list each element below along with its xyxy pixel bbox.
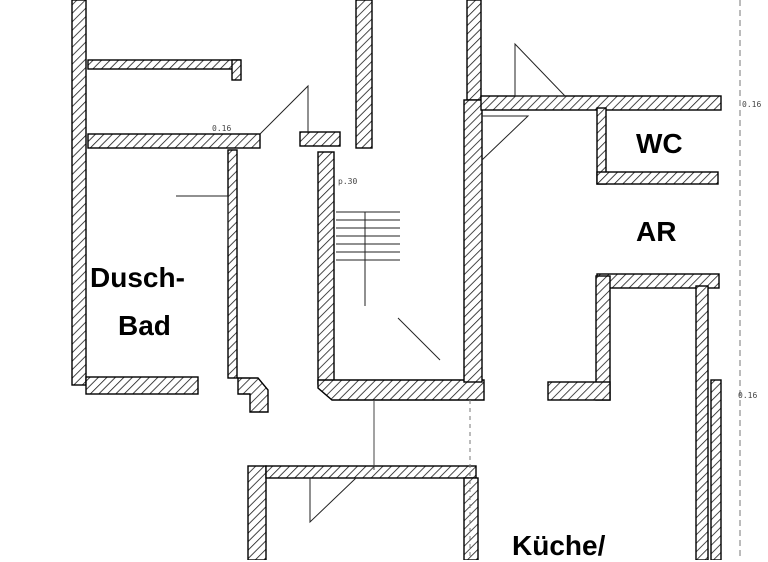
wall-bath-corner (237, 377, 269, 413)
room-label-dusch-bad-line1: Dusch- (90, 262, 185, 293)
wall-corridor-top (299, 131, 341, 147)
wall-upper-left-ledge-end (231, 59, 242, 81)
wall-right-outer-2 (710, 379, 722, 560)
door-swing-upper-left (259, 84, 309, 135)
room-label-wc: WC (636, 128, 683, 159)
wall-stair-bottom (317, 379, 485, 401)
room-label-dusch-bad-line2: Bad (118, 310, 171, 341)
dim-upper-left: 0.16 (212, 124, 231, 133)
wall-bath-right (227, 149, 238, 379)
room-label-kueche: Küche/ (512, 530, 606, 561)
wall-kitchen-ledge (547, 381, 611, 401)
dim-right-top: 0.16 (742, 100, 761, 109)
thin-lines (176, 0, 741, 560)
wall-upper-left-ledge (87, 59, 241, 70)
wall-right-outer (695, 285, 709, 560)
wall-lower-room-top (265, 465, 477, 479)
door-swing-hall (481, 115, 530, 161)
wall-wc-bottom (596, 171, 719, 185)
door-swing-wc (514, 42, 567, 97)
walls (71, 0, 722, 560)
wall-lower-room-right (463, 477, 479, 560)
door-swing-bath (176, 195, 229, 246)
wall-stair-left (317, 151, 335, 385)
dim-stair: p.30 (338, 177, 357, 186)
dim-right-mid: 0.16 (738, 391, 757, 400)
staircase (336, 211, 441, 361)
wall-bath-bottom (85, 376, 199, 395)
door-swing-lower (309, 477, 357, 524)
wall-left-outer (71, 0, 87, 386)
wall-lower-left (247, 465, 267, 560)
wall-upper-mid-right (466, 0, 482, 101)
wall-upper-mid-left (355, 0, 373, 149)
wall-upper-left-bottom (87, 133, 261, 149)
room-label-ar: AR (636, 216, 677, 247)
wall-stair-right (463, 99, 483, 383)
